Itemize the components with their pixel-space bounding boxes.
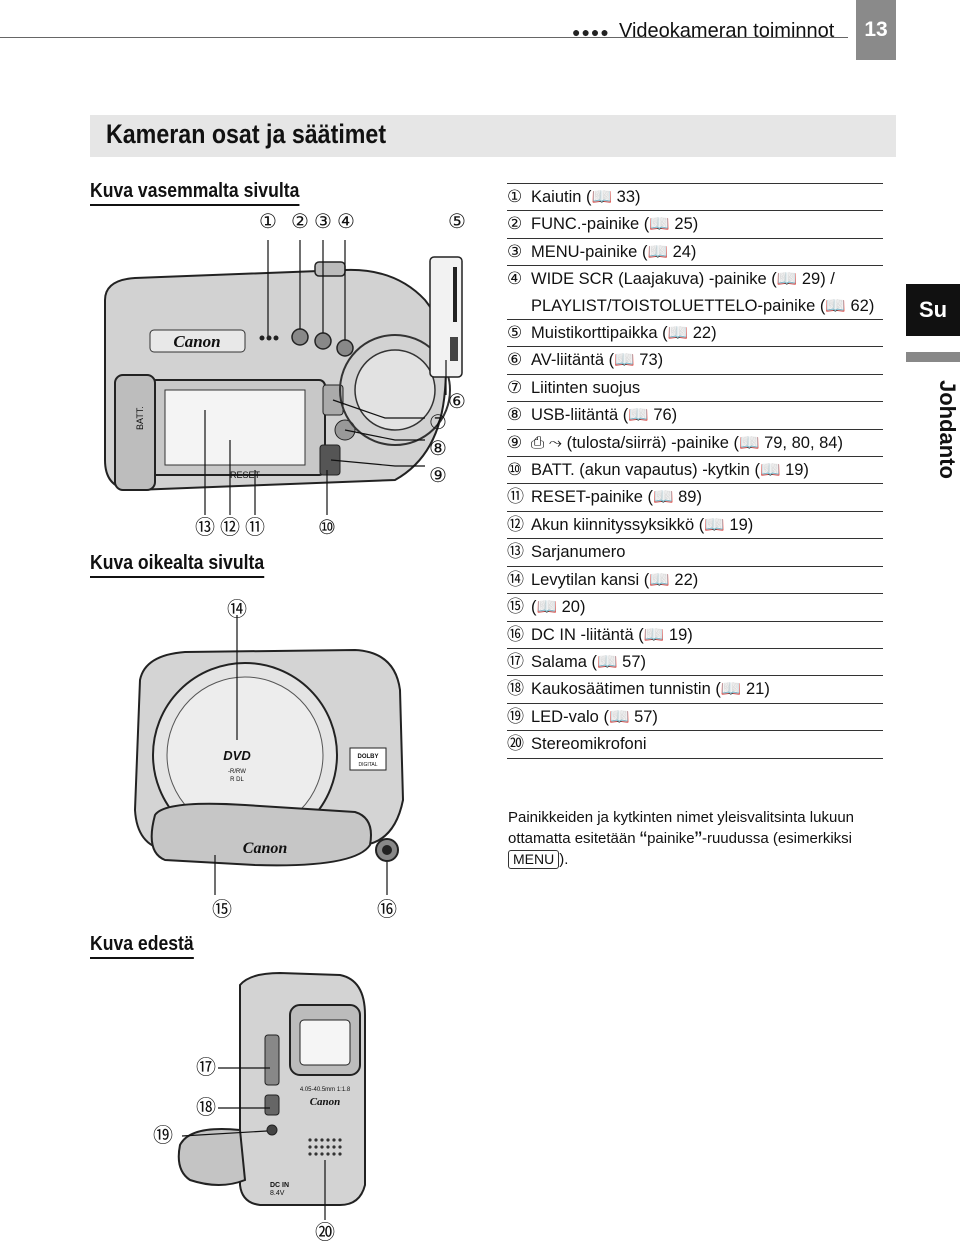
header-rule bbox=[0, 37, 848, 38]
callout-11: ⑪ bbox=[245, 517, 265, 539]
dolby-logo: DOLBY bbox=[358, 754, 379, 760]
list-item: ⑮ (📖 20) bbox=[507, 594, 883, 622]
memory-card-slot-illustration bbox=[429, 256, 463, 395]
right-side-camera-illustration: DVD -R/RW R DL DOLBY DIGITAL Canon bbox=[133, 615, 405, 895]
callout-18: ⑱ bbox=[196, 1097, 216, 1119]
callout-1: ① bbox=[259, 211, 277, 233]
dc-in-label: DC IN bbox=[270, 1182, 289, 1189]
callout-4: ④ bbox=[337, 211, 355, 233]
left-side-camera-illustration: Canon BATT. RESET bbox=[104, 240, 451, 515]
reset-label: RESET bbox=[230, 470, 261, 480]
callout-20: ⑳ bbox=[315, 1222, 335, 1244]
dvd-rdl-label: R DL bbox=[230, 777, 244, 783]
dc-voltage-label: 8.4V bbox=[270, 1190, 285, 1197]
callout-15: ⑮ bbox=[212, 899, 232, 921]
batt-label-left: BATT. bbox=[135, 406, 145, 430]
naming-note: Painikkeiden ja kytkinten nimet yleisval… bbox=[508, 809, 855, 869]
callout-6: ⑥ bbox=[448, 391, 466, 413]
lens-spec: 4.05-40.5mm 1:1.8 bbox=[300, 1087, 351, 1093]
callout-10: ⑩ bbox=[318, 517, 336, 539]
heading-left-view: Kuva vasemmalta sivulta bbox=[90, 180, 300, 206]
language-tab: Su bbox=[906, 284, 960, 336]
callout-9: ⑨ bbox=[429, 465, 447, 487]
callout-8: ⑧ bbox=[429, 438, 447, 460]
callout-7: ⑦ bbox=[429, 412, 447, 434]
dvd-logo: DVD bbox=[223, 748, 251, 763]
header-dots: ●●●● bbox=[572, 24, 610, 40]
callout-13: ⑬ bbox=[195, 517, 215, 539]
menu-key-label: MENU bbox=[508, 850, 560, 869]
brand-logo-front: Canon bbox=[310, 1096, 341, 1108]
section-band: Kameran osat ja säätimet bbox=[90, 115, 896, 157]
front-camera-illustration: 4.05-40.5mm 1:1.8 Canon DC IN 8.4V bbox=[177, 971, 366, 1220]
brand-logo-left: Canon bbox=[173, 332, 220, 351]
chapter-title: Videokameran toiminnot bbox=[619, 20, 835, 42]
brand-logo-strap: Canon bbox=[243, 840, 288, 857]
callout-5: ⑤ bbox=[448, 211, 466, 233]
callout-17: ⑰ bbox=[196, 1057, 216, 1079]
section-title: Kameran osat ja säätimet bbox=[106, 119, 387, 149]
list-item: ⑨⎙ ⤳ (tulosta/siirrä) -painike (📖 79, 80… bbox=[507, 430, 883, 458]
chapter-side-label: Johdanto bbox=[935, 380, 960, 479]
heading-front-view: Kuva edestä bbox=[90, 933, 194, 959]
page-number: 13 bbox=[856, 0, 896, 60]
heading-right-view: Kuva oikealta sivulta bbox=[90, 552, 265, 578]
callout-16: ⑯ bbox=[377, 899, 397, 921]
tab-marker bbox=[906, 352, 960, 362]
callout-19: ⑲ bbox=[153, 1125, 173, 1147]
callout-2: ② bbox=[291, 211, 309, 233]
callout-3: ③ bbox=[314, 211, 332, 233]
dvd-rw-label: -R/RW bbox=[228, 769, 246, 775]
dolby-sub: DIGITAL bbox=[358, 762, 377, 768]
callout-14: ⑭ bbox=[227, 599, 247, 621]
callout-12: ⑫ bbox=[220, 517, 240, 539]
